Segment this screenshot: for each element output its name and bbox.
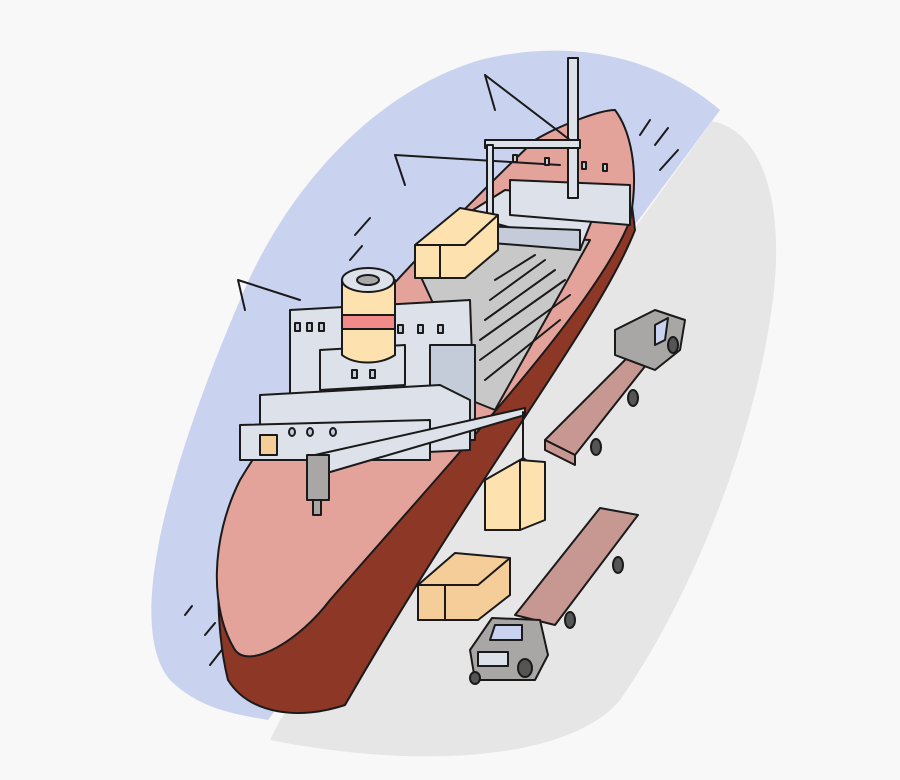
bridge-front xyxy=(509,179,631,226)
smokestack-opening xyxy=(356,274,380,286)
dock-crate xyxy=(417,552,511,621)
truck-1-wheels xyxy=(590,336,679,456)
aft-crane xyxy=(237,279,301,311)
truck-2-wheels xyxy=(469,556,624,685)
crane-hooks xyxy=(394,74,496,186)
deck-crate xyxy=(414,207,499,279)
boom-base xyxy=(306,454,330,501)
small-crate xyxy=(259,434,278,456)
portholes xyxy=(288,154,608,437)
truck-2-bed xyxy=(514,507,639,626)
crane-crossbeam xyxy=(484,139,581,149)
forward-mast xyxy=(567,57,579,199)
forward-crane-arm xyxy=(394,74,571,166)
smokestack-band xyxy=(341,314,396,330)
hold-hatch-lines xyxy=(479,254,571,381)
crane-post xyxy=(486,144,494,216)
truck-2-grille xyxy=(477,651,509,667)
boom-foot xyxy=(312,499,322,516)
truck-1-window xyxy=(654,317,669,346)
truck-2-windshield xyxy=(489,624,523,641)
